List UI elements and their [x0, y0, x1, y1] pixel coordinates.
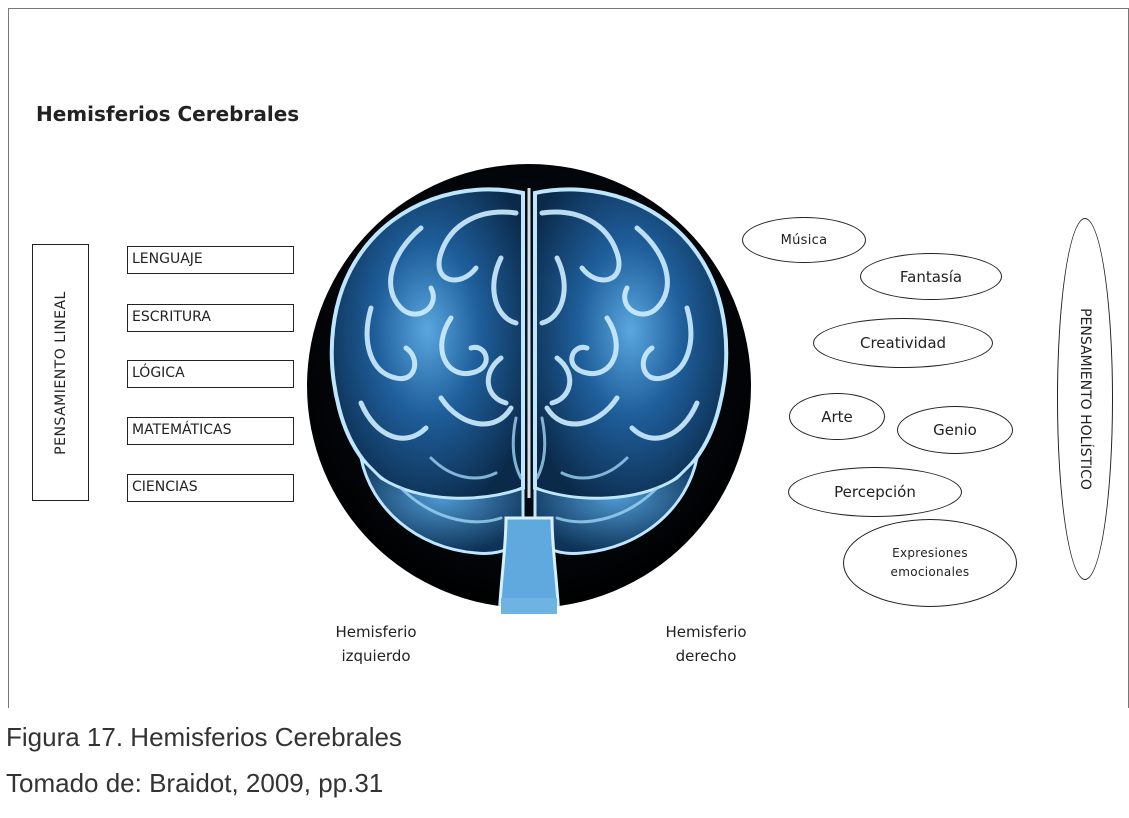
holistic-thinking-label: PENSAMIENTO HOLÍSTICO: [1077, 308, 1093, 490]
oval-percepcion: Percepción: [788, 467, 962, 517]
oval-musica-label: Música: [781, 231, 828, 250]
item-lenguaje: LENGUAJE: [127, 246, 294, 274]
oval-expresiones-line2: emocionales: [891, 563, 970, 582]
diagram-title: Hemisferios Cerebrales: [36, 102, 299, 126]
oval-expresiones-emocionales: Expresiones emocionales: [843, 519, 1017, 607]
oval-arte: Arte: [789, 393, 885, 440]
oval-arte-label: Arte: [821, 408, 853, 426]
left-hemisphere-line1: Hemisferio: [316, 620, 436, 644]
oval-creatividad-label: Creatividad: [860, 334, 946, 352]
linear-thinking-box: PENSAMIENTO LINEAL: [32, 244, 89, 501]
oval-genio: Genio: [897, 406, 1013, 454]
item-escritura: ESCRITURA: [127, 304, 294, 332]
oval-creatividad: Creatividad: [813, 318, 993, 368]
right-hemisphere-line1: Hemisferio: [646, 620, 766, 644]
figure-source: Tomado de: Braidot, 2009, pp.31: [6, 768, 383, 799]
item-matematicas: MATEMÁTICAS: [127, 417, 294, 445]
item-ciencias: CIENCIAS: [127, 474, 294, 502]
figure-caption: Figura 17. Hemisferios Cerebrales: [6, 722, 402, 753]
item-logica: LÓGICA: [127, 360, 294, 388]
oval-percepcion-label: Percepción: [834, 483, 916, 501]
left-hemisphere-line2: izquierdo: [316, 644, 436, 668]
linear-thinking-label: PENSAMIENTO LINEAL: [53, 291, 69, 455]
oval-fantasia: Fantasía: [860, 253, 1002, 300]
oval-musica: Música: [742, 217, 866, 263]
left-hemisphere-label: Hemisferio izquierdo: [316, 620, 436, 668]
brain-illustration: [301, 158, 757, 614]
oval-fantasia-label: Fantasía: [900, 268, 962, 286]
right-hemisphere-line2: derecho: [646, 644, 766, 668]
right-hemisphere-label: Hemisferio derecho: [646, 620, 766, 668]
oval-expresiones-line1: Expresiones: [891, 544, 970, 563]
holistic-thinking-oval: PENSAMIENTO HOLÍSTICO: [1057, 218, 1113, 580]
oval-genio-label: Genio: [933, 421, 977, 439]
